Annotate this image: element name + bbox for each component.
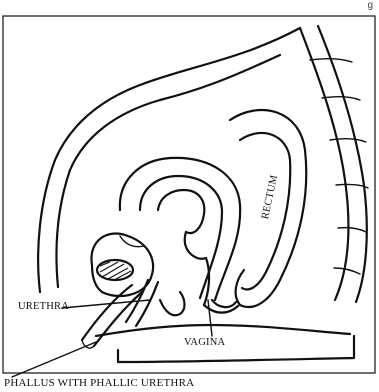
sacrum-front xyxy=(300,28,348,300)
vertebra-line-6 xyxy=(334,268,360,274)
vertebra-line-5 xyxy=(338,228,366,232)
label-phallus: PHALLUS WITH PHALLIC URETHRA xyxy=(4,377,194,389)
vaginal-canal xyxy=(185,232,209,305)
phallus-inner xyxy=(94,292,142,346)
lower-outline xyxy=(118,336,354,362)
body-wall-outline xyxy=(38,28,300,292)
inner-abdominal-line xyxy=(57,55,281,287)
vertebra-line-2 xyxy=(322,97,360,100)
uterus-cavity xyxy=(158,190,204,233)
lower-baseline xyxy=(96,325,350,336)
label-urethra: URETHRA xyxy=(18,301,69,312)
uterus-outer xyxy=(120,158,240,300)
vertebra-line-3 xyxy=(330,139,366,142)
perineal-fold-2 xyxy=(212,300,236,307)
urethra-channel-2 xyxy=(136,282,158,326)
perineal-fold-1 xyxy=(160,292,185,315)
phallus-leader xyxy=(12,342,96,377)
vagina-leader xyxy=(208,300,212,336)
pubic-bone-hatching xyxy=(100,262,131,279)
label-vagina: VAGINA xyxy=(184,337,225,348)
